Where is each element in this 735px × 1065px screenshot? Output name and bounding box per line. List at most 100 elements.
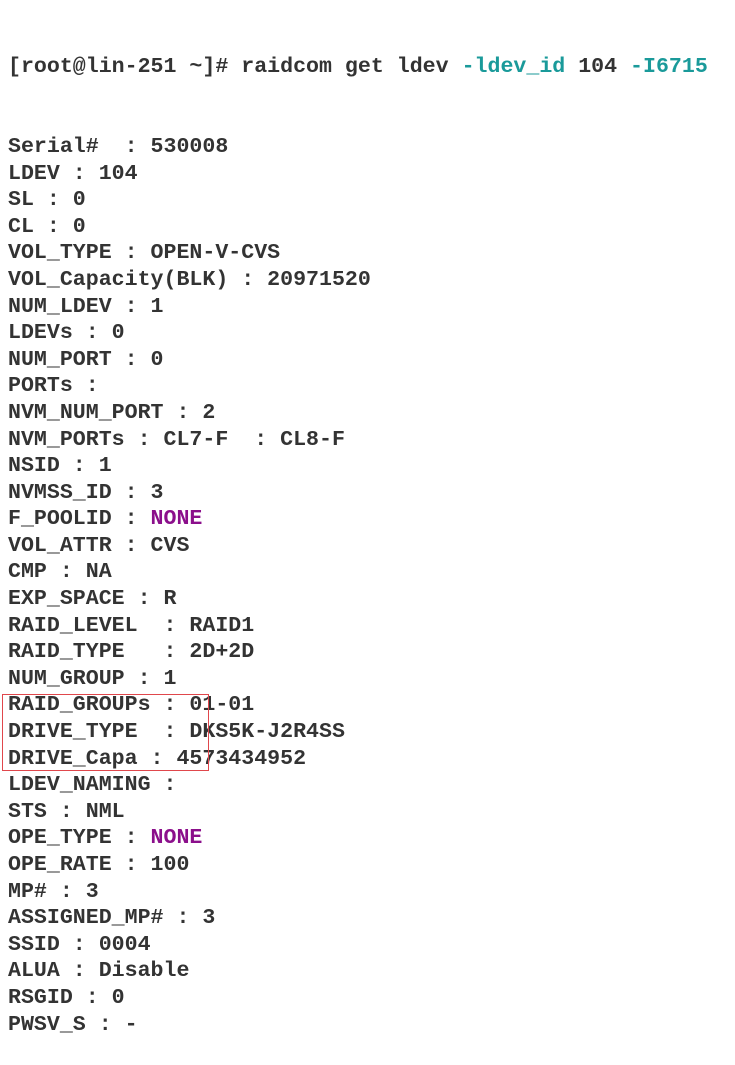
output-line: OPE_TYPE : NONE xyxy=(8,825,708,852)
output-line: SSID : 0004 xyxy=(8,932,708,959)
command-flag-ldev-id: -ldev_id xyxy=(461,55,566,80)
output-line: ASSIGNED_MP# : 3 xyxy=(8,905,708,932)
field-value: 1 xyxy=(98,454,112,479)
field-value: 0 xyxy=(150,347,164,372)
field-key: LDEV_NAMING : xyxy=(8,773,190,798)
field-value: NONE xyxy=(150,507,203,532)
field-value: 0 xyxy=(72,214,86,239)
field-key: SL : xyxy=(8,188,73,213)
field-value: RAID1 xyxy=(189,613,255,638)
field-value: 2D+2D xyxy=(189,640,255,665)
command-line: [root@lin-251 ~]# raidcom get ldev -ldev… xyxy=(8,54,708,81)
field-value: CVS xyxy=(150,533,190,558)
output-line: PWSV_S : - xyxy=(8,1012,708,1039)
field-key: NSID : xyxy=(8,454,99,479)
output-line: NVMSS_ID : 3 xyxy=(8,480,708,507)
field-key: CL : xyxy=(8,214,73,239)
field-value: NA xyxy=(85,560,112,585)
output-line: RAID_LEVEL : RAID1 xyxy=(8,613,708,640)
output-line: CMP : NA xyxy=(8,559,708,586)
output-line: LDEV_NAMING : xyxy=(8,772,708,799)
field-key: RSGID : xyxy=(8,985,112,1010)
field-value: 3 xyxy=(150,480,164,505)
field-value: 01-01 xyxy=(189,693,255,718)
output-line: PORTs : xyxy=(8,373,708,400)
shell-prompt: [root@lin-251 ~]# xyxy=(8,55,229,80)
field-key: OPE_TYPE : xyxy=(8,826,151,851)
output-line: MP# : 3 xyxy=(8,879,708,906)
field-key: EXP_SPACE : xyxy=(8,587,164,612)
field-key: LDEVs : xyxy=(8,321,112,346)
field-key: RAID_TYPE : xyxy=(8,640,190,665)
output-line: NUM_GROUP : 1 xyxy=(8,666,708,693)
output-line: OPE_RATE : 100 xyxy=(8,852,708,879)
output-line: NUM_LDEV : 1 xyxy=(8,294,708,321)
field-key: VOL_ATTR : xyxy=(8,533,151,558)
field-key: NUM_GROUP : xyxy=(8,666,164,691)
output-line: NSID : 1 xyxy=(8,453,708,480)
field-value: OPEN-V-CVS xyxy=(150,241,281,266)
field-key: OPE_RATE : xyxy=(8,853,151,877)
field-key: PORTs : xyxy=(8,374,112,399)
field-key: F_POOLID : xyxy=(8,507,151,532)
field-key: MP# : xyxy=(8,879,86,904)
field-value: 0 xyxy=(111,321,125,346)
terminal-output: [root@lin-251 ~]# raidcom get ldev -ldev… xyxy=(8,1,708,1065)
field-key: SSID : xyxy=(8,932,99,957)
field-value: 100 xyxy=(150,853,190,877)
field-value: 1 xyxy=(163,666,177,691)
command-text: raidcom get ldev xyxy=(228,55,462,80)
output-line: DRIVE_Capa : 4573434952 xyxy=(8,746,708,773)
field-value: 1 xyxy=(150,294,164,319)
output-line: RSGID : 0 xyxy=(8,985,708,1012)
field-key: Serial# : xyxy=(8,134,151,159)
field-key: VOL_Capacity(BLK) : xyxy=(8,267,268,292)
field-value: 3 xyxy=(202,906,216,931)
field-key: DRIVE_TYPE : xyxy=(8,720,190,745)
output-line: LDEVs : 0 xyxy=(8,320,708,347)
output-line: EXP_SPACE : R xyxy=(8,586,708,613)
field-value: 2 xyxy=(202,400,216,425)
output-line: NVM_PORTs : CL7-F : CL8-F xyxy=(8,427,708,454)
field-value: 104 xyxy=(98,161,138,186)
field-value: R xyxy=(163,587,177,612)
field-value: 20971520 xyxy=(267,267,371,292)
highlight-box-status xyxy=(2,694,209,771)
output-line: CL : 0 xyxy=(8,214,708,241)
field-key: ALUA : xyxy=(8,959,99,984)
output-line: NUM_PORT : 0 xyxy=(8,347,708,374)
output-line: RAID_GROUPs : 01-01 xyxy=(8,692,708,719)
output-line: SL : 0 xyxy=(8,187,708,214)
output-line: LDEV : 104 xyxy=(8,161,708,188)
field-value: CL7-F : CL8-F xyxy=(163,427,345,452)
output-line: DRIVE_TYPE : DKS5K-J2R4SS xyxy=(8,719,708,746)
output-line: RAID_TYPE : 2D+2D xyxy=(8,639,708,666)
field-value: 3 xyxy=(85,879,99,904)
field-value: 0004 xyxy=(98,932,151,957)
field-key: PWSV_S : xyxy=(8,1012,125,1037)
field-key: NVM_PORTs : xyxy=(8,427,164,452)
output-line: STS : NML xyxy=(8,799,708,826)
field-key: VOL_TYPE : xyxy=(8,241,151,266)
field-key: RAID_LEVEL : xyxy=(8,613,190,638)
field-key: LDEV : xyxy=(8,161,99,186)
field-value: 0 xyxy=(111,985,125,1010)
field-key: ASSIGNED_MP# : xyxy=(8,906,203,931)
field-value: NONE xyxy=(150,826,203,851)
field-key: NUM_LDEV : xyxy=(8,294,151,319)
field-key: STS : xyxy=(8,799,86,824)
output-line: VOL_Capacity(BLK) : 20971520 xyxy=(8,267,708,294)
command-arg-ldev-id: 104 xyxy=(565,55,631,80)
output-line: ALUA : Disable xyxy=(8,958,708,985)
field-value: 530008 xyxy=(150,134,229,159)
output-line: VOL_ATTR : CVS xyxy=(8,533,708,560)
command-flag-instance: -I6715 xyxy=(630,55,708,80)
field-key: NVMSS_ID : xyxy=(8,480,151,505)
field-value: - xyxy=(124,1012,138,1037)
field-key: NVM_NUM_PORT : xyxy=(8,400,203,425)
output-line: NVM_NUM_PORT : 2 xyxy=(8,400,708,427)
output-line: F_POOLID : NONE xyxy=(8,506,708,533)
field-value: 4573434952 xyxy=(176,746,307,771)
field-key: DRIVE_Capa : xyxy=(8,746,177,771)
output-line: Serial# : 530008 xyxy=(8,134,708,161)
